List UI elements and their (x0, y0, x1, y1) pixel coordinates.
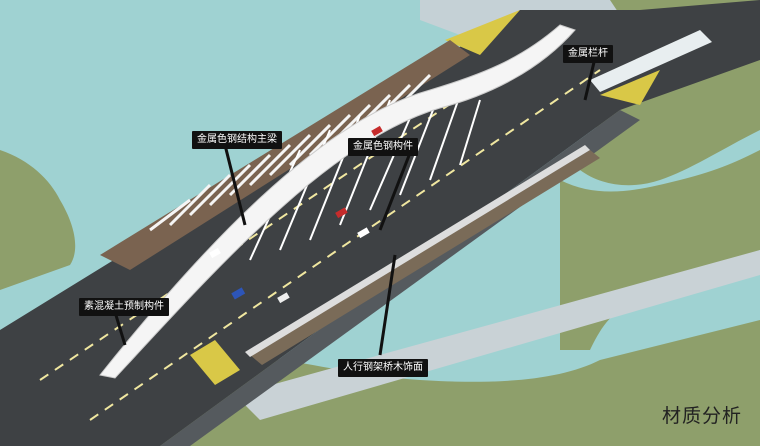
vehicles (209, 125, 383, 304)
main-arch (99, 24, 576, 379)
paved-sidewalk-lower (235, 250, 760, 420)
pedestrian-walkway (250, 150, 600, 365)
callout-leaders (113, 57, 597, 356)
grass-bank-left (0, 150, 76, 290)
label-precast-concrete: 素混凝土预制构件 (79, 298, 169, 316)
label-railing: 金属栏杆 (563, 45, 613, 63)
label-steel-members: 金属色钢构件 (348, 138, 418, 156)
yellow-hatching (190, 10, 660, 385)
label-walkway: 人行钢架桥木饰面 (338, 359, 428, 377)
railing-panel (590, 30, 712, 92)
walkway-railing (245, 145, 590, 357)
page-caption: 材质分析 (661, 405, 742, 427)
label-main-arch: 金属色钢结构主梁 (192, 131, 282, 149)
